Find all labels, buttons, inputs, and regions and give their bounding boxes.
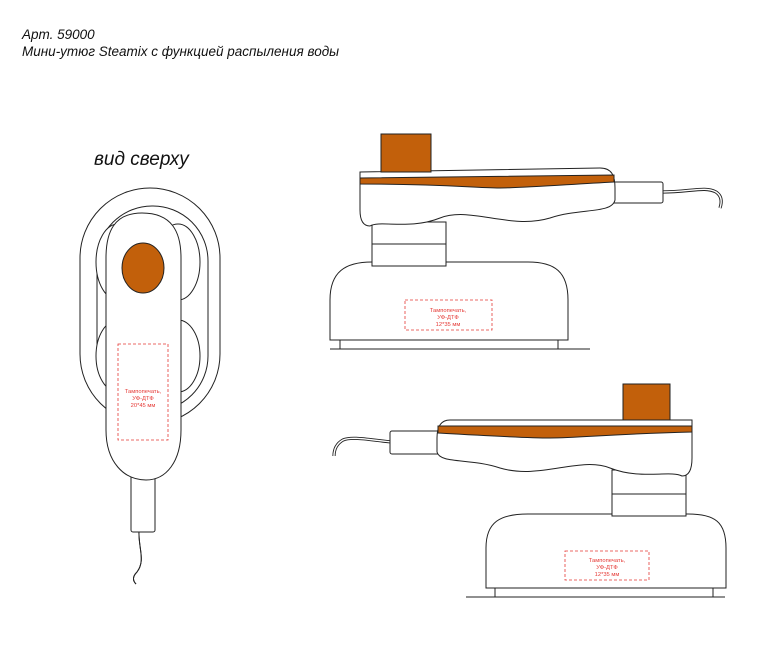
side-view-lower-steam-button xyxy=(622,383,671,421)
side-view-upper-print-area xyxy=(404,299,493,331)
side-view-lower-neck xyxy=(611,469,687,517)
side-view-lower-print-line2: УФ-ДТФ xyxy=(596,565,618,571)
article-number: Арт. 59000 xyxy=(22,27,95,42)
top-view-label: вид сверху xyxy=(94,149,189,170)
side-view-lower-print-line1: Тампопечать, xyxy=(589,558,626,564)
top-view: Тампопечать, УФ-ДТФ 20*45 мм xyxy=(79,187,221,585)
top-view-print-line1: Тампопечать, xyxy=(125,389,162,395)
side-view-upper-print-line3: 12*35 мм xyxy=(436,322,461,328)
side-view-upper-print-line2: УФ-ДТФ xyxy=(437,315,459,321)
side-view-lower: Тампопечать, УФ-ДТФ 12*35 мм xyxy=(332,383,727,598)
product-title: Мини-утюг Steamix с функцией распыления … xyxy=(22,44,340,59)
side-view-lower-accent-stripe xyxy=(437,425,693,439)
top-view-cord-sleeve xyxy=(130,473,156,533)
top-view-print-area xyxy=(117,343,169,441)
side-view-upper-steam-button xyxy=(380,133,432,173)
side-view-lower-soleplate-edge xyxy=(494,587,714,598)
side-view-upper-base xyxy=(329,261,569,341)
side-view-upper-accent-stripe xyxy=(359,174,615,189)
top-view-print-line2: УФ-ДТФ xyxy=(132,396,154,402)
side-view-lower-print-area xyxy=(564,550,650,581)
side-view-upper-cord-sleeve xyxy=(609,181,664,204)
top-view-steam-button xyxy=(121,242,165,294)
top-view-print-line3: 20*45 мм xyxy=(131,403,156,409)
header: Арт. 59000 Мини-утюг Steamix с функцией … xyxy=(22,26,339,60)
side-view-upper: Тампопечать, УФ-ДТФ 12*35 мм xyxy=(329,133,723,350)
side-view-lower-cord-sleeve xyxy=(389,430,441,455)
side-view-lower-print-line3: 12*35 мм xyxy=(595,572,620,578)
side-view-upper-soleplate-edge xyxy=(339,339,559,350)
side-view-upper-print-line1: Тампопечать, xyxy=(430,308,467,314)
